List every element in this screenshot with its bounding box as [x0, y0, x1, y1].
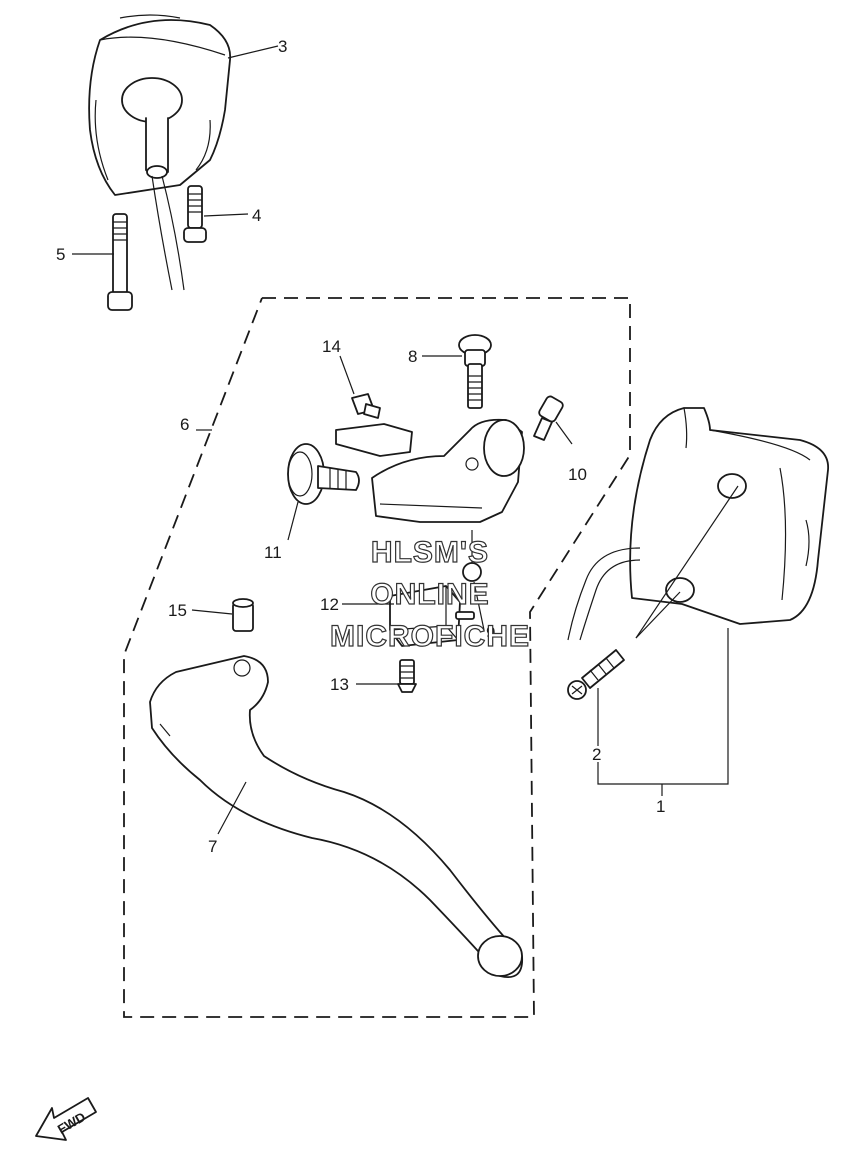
bolt-14: [351, 393, 381, 419]
screw-10: [533, 395, 564, 441]
watermark-line-3: MICROFICHE: [330, 620, 530, 653]
watermark-line-1: HLSM'S: [371, 536, 489, 569]
adjuster-knob-11: [287, 443, 360, 505]
clamp-screw-2: [567, 649, 625, 700]
bushing-15: [232, 598, 254, 632]
callout-14: 14: [322, 337, 341, 356]
kit-outline: [123, 297, 631, 1018]
callout-12: 12: [320, 595, 339, 614]
watermark: HLSM'S ONLINE MICROFICHE: [329, 535, 530, 653]
callout-6: 6: [180, 415, 189, 434]
callout-15: 15: [168, 601, 187, 620]
callout-7: 7: [208, 837, 217, 856]
switch-housing-top: [88, 14, 232, 291]
callout-labels: 1 2 3 4 5 6 7 8 9 10 11 12 13 14 15: [56, 37, 665, 856]
callout-13: 13: [330, 675, 349, 694]
callout-4: 4: [252, 206, 261, 225]
screw-13: [397, 659, 417, 693]
pivot-bolt-8: [458, 334, 492, 409]
lever-bracket: [335, 418, 525, 523]
callout-5: 5: [56, 245, 65, 264]
callout-11: 11: [264, 543, 282, 562]
lever-7: [149, 655, 523, 978]
forward-arrow-icon: FWD: [35, 1097, 97, 1141]
master-cylinder: [567, 407, 829, 641]
callout-8: 8: [408, 347, 417, 366]
callout-3: 3: [278, 37, 287, 56]
callout-10: 10: [568, 465, 587, 484]
watermark-line-2: ONLINE: [370, 578, 489, 611]
screw-5: [107, 213, 133, 311]
pin-9: [462, 530, 482, 582]
screw-4: [183, 185, 207, 243]
callout-2: 2: [592, 745, 601, 764]
leader-lines: [72, 45, 739, 835]
callout-1: 1: [656, 797, 665, 816]
switch-12: [389, 585, 475, 647]
callout-9: 9: [486, 623, 495, 642]
